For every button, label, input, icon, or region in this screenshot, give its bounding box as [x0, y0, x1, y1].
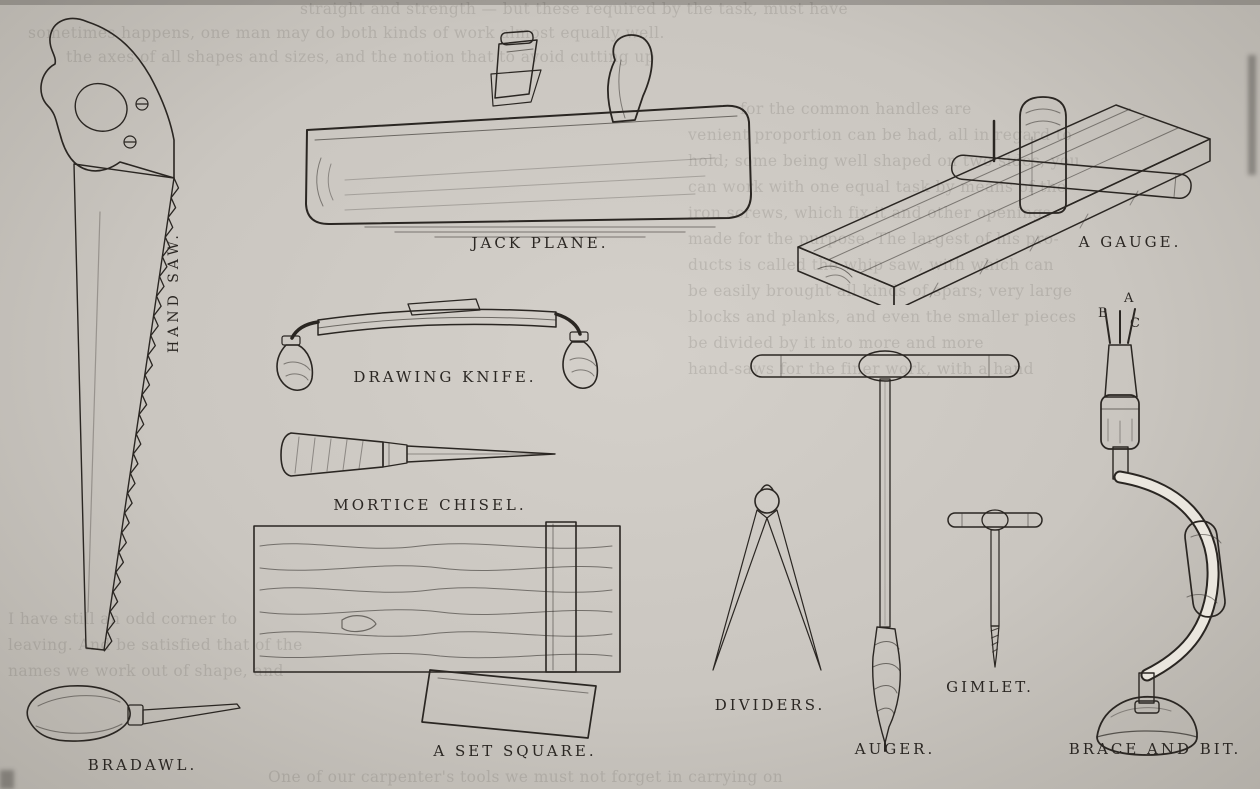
gimlet-illustration	[947, 509, 1043, 668]
ghost-text-line: names we work out of shape, and	[8, 662, 284, 680]
ghost-text-line: be divided by it into more and more	[688, 334, 984, 352]
set-square-figure	[250, 520, 630, 760]
scan-smudge-right	[1248, 55, 1256, 175]
hand-saw-illustration	[40, 17, 180, 652]
ghost-text-line: blocks and planks, and even the smaller …	[688, 308, 1077, 326]
dividers-label: DIVIDERS.	[714, 696, 826, 714]
auger-figure	[745, 345, 1025, 755]
mortice-chisel-illustration	[280, 432, 556, 477]
ghost-text-line: iron screws, which fix it and other open…	[688, 204, 1052, 222]
ghost-text-line: hand-saws for the finer work, with a han…	[688, 360, 1034, 378]
ghost-text-line: ducts is called the whip saw, with which…	[688, 256, 1054, 274]
dividers-figure	[700, 480, 835, 715]
brace-marker-b: B	[1098, 306, 1108, 321]
drawing-knife-figure	[262, 278, 602, 398]
drawing-knife-illustration	[276, 298, 599, 391]
bradawl-figure	[12, 678, 247, 758]
ghost-text-line: for the common handles are	[740, 100, 972, 118]
dividers-illustration	[712, 484, 822, 671]
ghost-text-line: One of our carpenter's tools we must not…	[268, 768, 784, 786]
brace-and-bit-figure	[1075, 285, 1255, 765]
set-square-label: A SET SQUARE.	[433, 742, 597, 760]
gauge-illustration	[797, 96, 1211, 305]
scan-edge-artifact	[0, 0, 1260, 5]
ghost-text-line: sometimes happens, one man may do both k…	[28, 24, 665, 42]
ghost-text-line: be easily brought all kinds of spars; ve…	[688, 282, 1073, 300]
ghost-text-line: I have still an odd corner to	[8, 610, 238, 628]
brace-and-bit-label: BRACE AND BIT.	[1068, 740, 1242, 758]
ghost-text-line: venient proportion can be had, all in re…	[688, 126, 1073, 144]
gimlet-figure	[940, 505, 1050, 680]
brace-and-bit-illustration	[1096, 308, 1226, 756]
jack-plane-illustration	[305, 30, 752, 238]
scan-smudge-corner	[0, 770, 14, 789]
gauge-figure	[780, 55, 1250, 305]
bradawl-illustration	[26, 685, 241, 742]
drawing-knife-label: DRAWING KNIFE.	[353, 368, 537, 386]
ghost-text-line: can work with one equal task by means of…	[688, 178, 1067, 196]
auger-illustration	[750, 350, 1020, 752]
hand-saw-label: HAND SAW.	[166, 231, 182, 353]
brace-marker-c: C	[1130, 316, 1140, 331]
gimlet-label: GIMLET.	[946, 678, 1034, 696]
mortice-chisel-figure	[275, 415, 570, 490]
set-square-illustration	[253, 521, 621, 739]
jack-plane-figure	[245, 30, 785, 240]
ghost-text-line: the axes of all shapes and sizes, and th…	[66, 48, 656, 66]
mortice-chisel-label: MORTICE CHISEL.	[333, 496, 527, 514]
brace-marker-a: A	[1124, 291, 1134, 306]
auger-label: AUGER.	[854, 740, 936, 758]
gauge-label: A GAUGE.	[1078, 233, 1182, 251]
ghost-text-line: leaving. And be satisfied that of the	[8, 636, 303, 654]
hand-saw-figure	[22, 12, 222, 667]
bradawl-label: BRADAWL.	[87, 756, 198, 774]
ghost-text-line: straight and strength — but these requir…	[300, 0, 849, 18]
jack-plane-label: JACK PLANE.	[471, 234, 609, 252]
